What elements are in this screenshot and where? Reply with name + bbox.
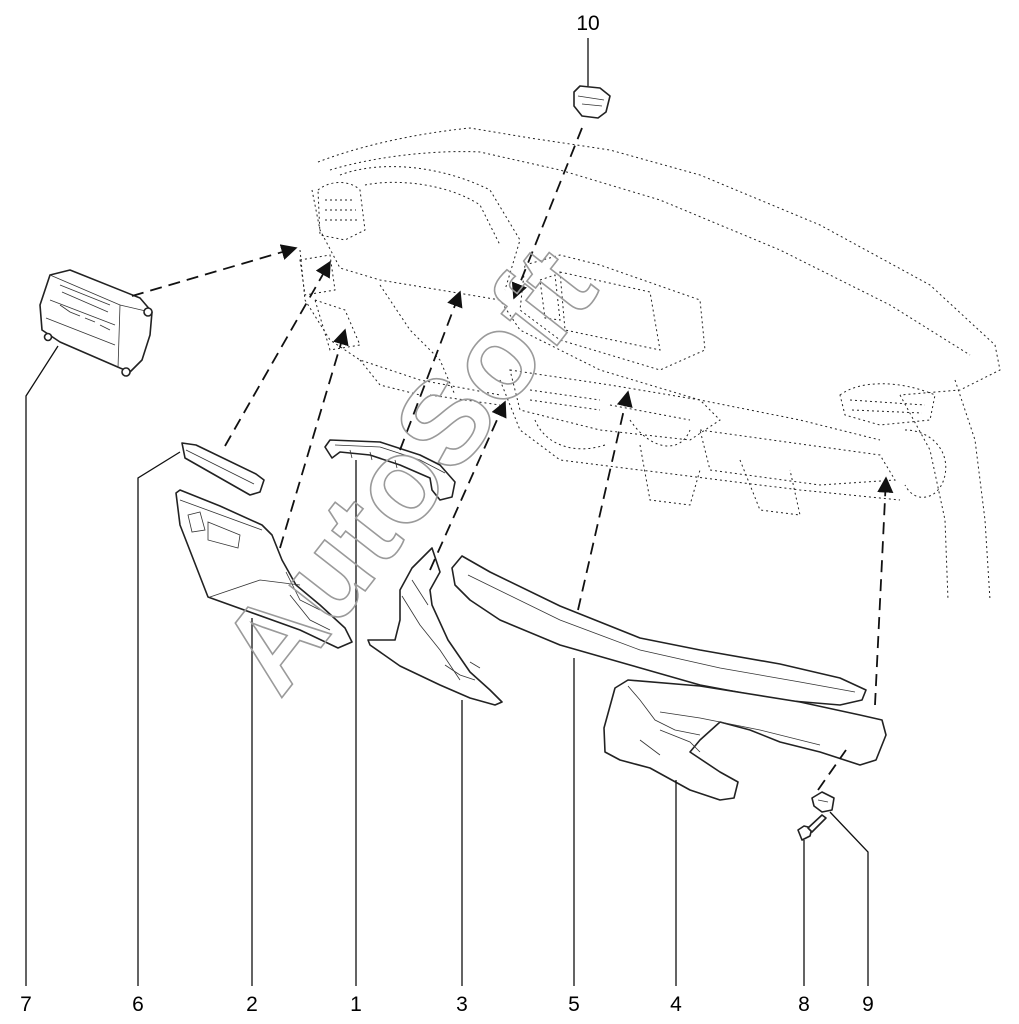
dashboard-panel [299,127,1001,601]
callout-1: 1 [350,993,362,1016]
part-long-trim-strip [451,555,867,706]
callout-9: 9 [862,993,874,1016]
part-trim-strip [181,442,265,496]
callout-labels: 10 7 6 2 1 3 5 4 8 9 [20,12,874,1016]
arrow-part-5 [577,390,633,611]
part-screw [797,814,827,841]
arrow-part-4 [874,476,894,706]
leader-6 [137,451,181,986]
callout-2: 2 [246,993,258,1016]
part-upper-bracket [324,439,456,501]
arrow-part-1 [399,290,463,451]
part-lower-left-panel [175,489,353,649]
callout-10: 10 [576,12,599,35]
leader-7 [25,345,59,986]
leader-lines [25,38,869,986]
callout-4: 4 [670,993,682,1016]
part-center-side-trim [367,547,503,706]
callout-3: 3 [456,993,468,1016]
arrow-part-7 [131,244,298,297]
leader-9 [829,811,869,986]
callout-7: 7 [20,993,32,1016]
part-clip [811,791,835,813]
part-grommet [573,85,611,119]
callout-6: 6 [132,993,144,1016]
part-lower-right-panel [603,679,887,801]
arrow-part-9 [817,749,847,791]
arrow-part-10 [511,127,583,300]
assembly-arrows [131,127,894,791]
callout-8: 8 [798,993,810,1016]
arrow-part-6 [224,260,331,447]
part-switch-block [39,269,153,377]
callout-5: 5 [568,993,580,1016]
arrow-part-3 [429,400,507,571]
